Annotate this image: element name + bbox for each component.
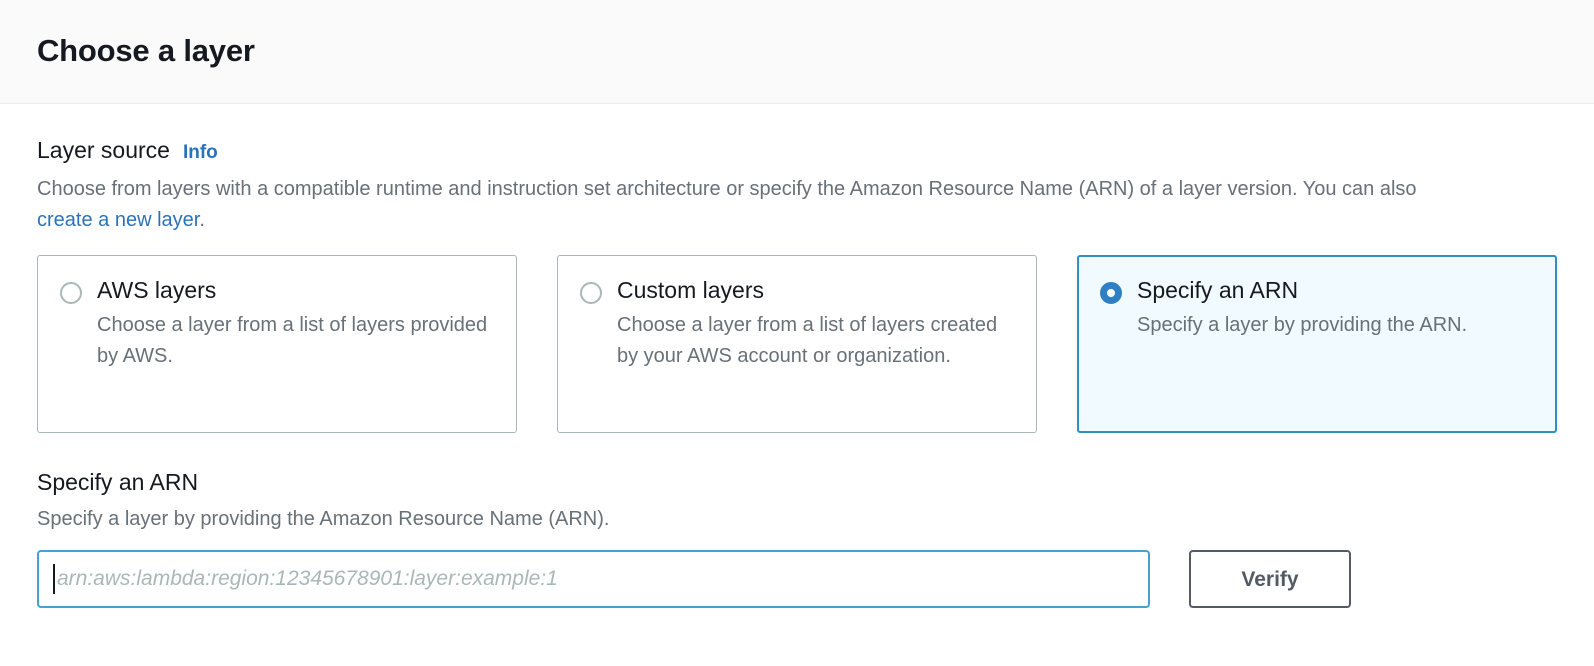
radio-button-icon[interactable]: [60, 281, 82, 304]
radio-card-title: Custom layers: [617, 276, 764, 303]
arn-input-row: Verify: [37, 550, 1557, 609]
verify-button[interactable]: Verify: [1189, 550, 1351, 609]
radio-button-selected-icon[interactable]: [1100, 281, 1122, 304]
radio-card-title: AWS layers: [97, 276, 217, 303]
radio-card-description: Specify a layer by providing the ARN.: [1137, 314, 1468, 337]
arn-section-subtext: Specify a layer by providing the Amazon …: [37, 508, 610, 531]
layer-source-label: Layer source: [37, 137, 170, 163]
arn-input[interactable]: [57, 552, 1134, 607]
layer-source-description-text-2: .: [199, 208, 205, 231]
layer-source-description-text-1: Choose from layers with a compatible run…: [37, 177, 1417, 200]
info-link[interactable]: Info: [182, 142, 218, 163]
radio-card-aws-layers[interactable]: AWS layers Choose a layer from a list of…: [37, 254, 517, 433]
radio-card-description: Choose a layer from a list of layers pro…: [97, 314, 488, 368]
radio-card-text: Custom layers Choose a layer from a list…: [617, 277, 1014, 373]
modal-body: Layer source Info Choose from layers wit…: [0, 104, 1594, 609]
text-cursor-icon: [53, 564, 55, 595]
modal-header: Choose a layer: [0, 0, 1594, 104]
arn-input-container[interactable]: [37, 550, 1150, 609]
layer-source-label-row: Layer source Info: [37, 137, 1557, 165]
radio-card-description: Choose a layer from a list of layers cre…: [617, 314, 998, 368]
layer-source-radio-group: AWS layers Choose a layer from a list of…: [37, 254, 1557, 433]
arn-section-heading: Specify an ARN: [37, 468, 199, 495]
radio-card-title: Specify an ARN: [1137, 276, 1299, 303]
radio-button-icon[interactable]: [580, 281, 602, 304]
radio-card-specify-an-arn[interactable]: Specify an ARN Specify a layer by provid…: [1077, 254, 1557, 433]
page-title: Choose a layer: [37, 33, 255, 69]
radio-card-custom-layers[interactable]: Custom layers Choose a layer from a list…: [557, 254, 1037, 433]
radio-card-text: Specify an ARN Specify a layer by provid…: [1137, 277, 1534, 342]
layer-source-description: Choose from layers with a compatible run…: [37, 174, 1477, 236]
specify-an-arn-section: Specify an ARN Specify a layer by provid…: [37, 469, 1557, 609]
radio-card-text: AWS layers Choose a layer from a list of…: [97, 277, 494, 373]
create-a-new-layer-link[interactable]: create a new layer: [37, 208, 200, 231]
